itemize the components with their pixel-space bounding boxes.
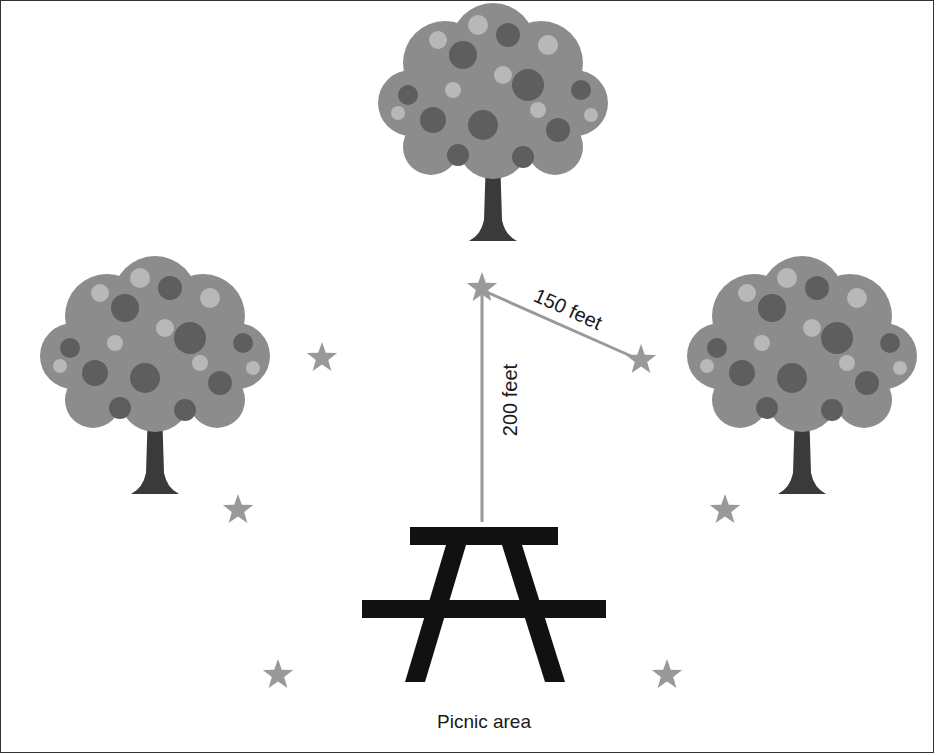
- distance-label: 150 feet: [531, 284, 606, 334]
- area-label: Picnic area: [437, 712, 531, 733]
- tree: [687, 256, 917, 494]
- distance-line: [481, 290, 484, 522]
- distance-label: 200 feet: [499, 364, 521, 436]
- tree: [40, 256, 270, 494]
- tree: [378, 3, 608, 241]
- stars: [223, 272, 740, 688]
- picnic-table: [362, 527, 606, 682]
